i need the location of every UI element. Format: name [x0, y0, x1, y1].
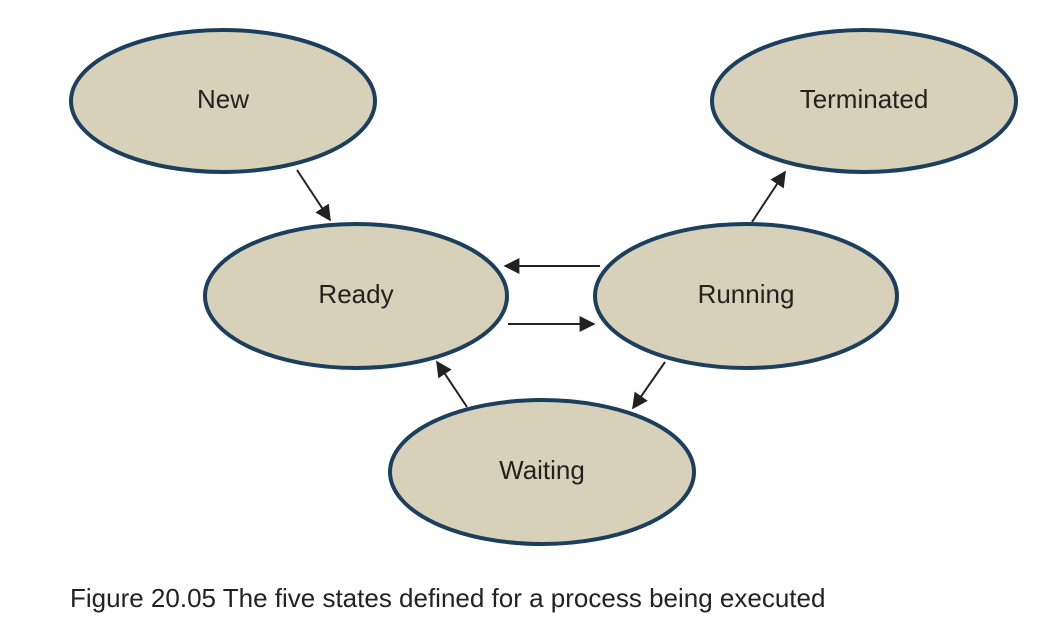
state-new: New [69, 28, 377, 174]
state-waiting: Waiting [388, 398, 696, 546]
state-terminated: Terminated [710, 28, 1018, 174]
arrow-new-to-ready [296, 169, 331, 222]
state-running: Running [593, 222, 899, 370]
state-ready-label: Ready [318, 279, 393, 309]
state-new-label: New [197, 84, 249, 114]
state-waiting-label: Waiting [499, 455, 585, 485]
state-ready: Ready [203, 222, 509, 370]
arrow-running-to-waiting [632, 361, 666, 410]
state-running-label: Running [698, 279, 795, 309]
figure-caption: Figure 20.05 The five states defined for… [70, 583, 826, 613]
state-terminated-label: Terminated [800, 84, 929, 114]
arrow-waiting-to-ready [436, 360, 468, 408]
arrow-running-to-terminated [751, 170, 786, 223]
